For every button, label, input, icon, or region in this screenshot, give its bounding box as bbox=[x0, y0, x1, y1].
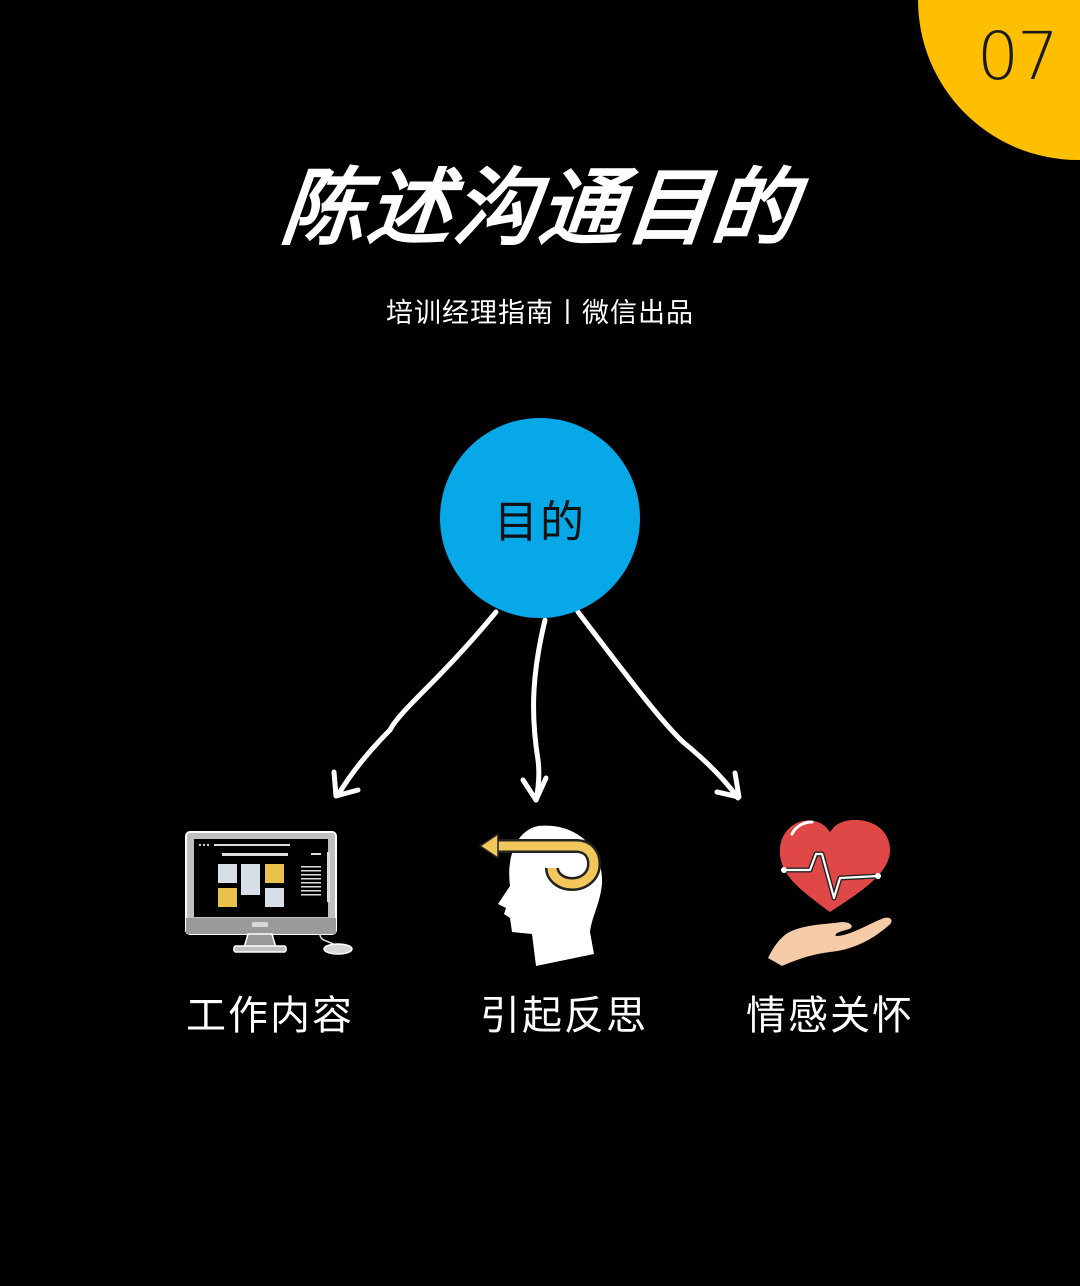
page-number: 07 bbox=[977, 18, 1059, 95]
computer-monitor-icon bbox=[185, 831, 353, 955]
branch-label-emotional-care: 情感关怀 bbox=[746, 993, 914, 1039]
branch-label-work-content: 工作内容 bbox=[186, 993, 354, 1039]
heart-in-hand-icon bbox=[768, 819, 892, 966]
head-reflection-icon bbox=[478, 825, 603, 966]
hub-label: 目的 bbox=[494, 497, 586, 548]
branch-label-reflection: 引起反思 bbox=[480, 993, 648, 1039]
hub-circle: 目的 bbox=[440, 418, 640, 618]
page-subtitle: 培训经理指南丨微信出品 bbox=[386, 298, 694, 329]
